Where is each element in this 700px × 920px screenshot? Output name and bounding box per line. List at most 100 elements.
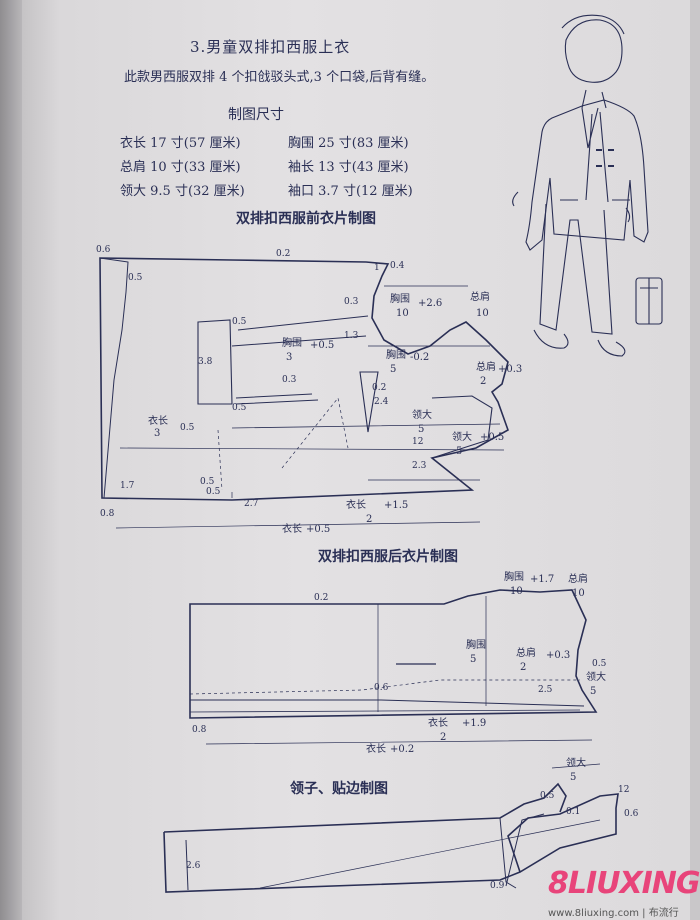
measure-label: 胸围 bbox=[466, 638, 486, 651]
measure-label: 胸围 bbox=[282, 336, 302, 349]
measure-label: 10 bbox=[510, 586, 523, 597]
size-cell: 胸围 25 寸(83 厘米) bbox=[288, 136, 409, 151]
measure-label: 0.3 bbox=[282, 375, 297, 385]
collar-draft-lines bbox=[163, 763, 619, 893]
measure-label: 0.6 bbox=[624, 809, 639, 819]
garment-description: 此款男西服双排 4 个扣戗驳头式,3 个口袋,后背有缝。 bbox=[124, 70, 435, 85]
measure-label: 0.5 bbox=[232, 403, 247, 413]
measure-label: 0.8 bbox=[192, 725, 207, 735]
size-table-title: 制图尺寸 bbox=[228, 107, 284, 123]
measure-label: 总肩 bbox=[476, 360, 496, 373]
measure-label: +0.5 bbox=[306, 524, 330, 535]
site-watermark: 8LIUXING www.8liuxing.com | 布流行 bbox=[548, 866, 700, 919]
measure-label: 10 bbox=[396, 308, 409, 319]
measure-label: 胸围 bbox=[504, 570, 524, 583]
measure-label: 2.4 bbox=[374, 397, 389, 407]
measure-label: 5 bbox=[390, 364, 396, 375]
measure-label: 衣长 bbox=[282, 522, 302, 535]
measure-label: 胸围 bbox=[386, 348, 406, 361]
measure-label: 2 bbox=[480, 376, 486, 387]
measure-label: 领大 bbox=[412, 408, 432, 421]
measure-label: 0.6 bbox=[374, 683, 389, 693]
size-cell: 总肩 10 寸(33 厘米) bbox=[120, 160, 241, 175]
watermark-logo: 8LIUXING bbox=[548, 866, 700, 901]
measure-label: 0.1 bbox=[566, 807, 580, 817]
page-title: 3.男童双排扣西服上衣 bbox=[190, 38, 351, 56]
measure-label: +0.3 bbox=[546, 650, 570, 661]
measure-label: 0.8 bbox=[100, 509, 115, 519]
size-cell: 袖口 3.7 寸(12 厘米) bbox=[288, 184, 413, 199]
measure-label: 2.5 bbox=[538, 685, 553, 695]
measure-label: 5 bbox=[418, 424, 424, 435]
measure-label: 总肩 bbox=[470, 290, 490, 303]
measure-label: +1.5 bbox=[384, 500, 408, 511]
measure-label: 领大 bbox=[586, 670, 606, 683]
measure-label: 5 bbox=[570, 772, 576, 783]
back-draft-lines bbox=[189, 589, 598, 745]
measure-label: 5 bbox=[470, 654, 476, 665]
measure-label: +1.7 bbox=[530, 574, 554, 585]
measure-label: 0.5 bbox=[592, 659, 607, 669]
measure-label: 12 bbox=[618, 785, 629, 795]
front-draft-lines bbox=[99, 257, 509, 529]
measure-label: +0.5 bbox=[310, 340, 334, 351]
measure-label: 衣长 bbox=[428, 716, 448, 729]
measure-label: 0.5 bbox=[200, 477, 215, 487]
measure-label: -0.2 bbox=[410, 352, 429, 363]
measure-label: 总肩 bbox=[568, 572, 588, 585]
measure-label: 2.7 bbox=[244, 499, 259, 509]
measure-label: +0.3 bbox=[498, 364, 522, 375]
measure-label: 1.3 bbox=[344, 331, 359, 341]
measure-label: 1 bbox=[374, 263, 380, 273]
measure-label: +0.2 bbox=[390, 744, 414, 755]
measure-label: 0.5 bbox=[232, 317, 247, 327]
measure-label: 0.5 bbox=[206, 487, 221, 497]
measure-label: 2.3 bbox=[412, 461, 427, 471]
measure-label: +1.9 bbox=[462, 718, 486, 729]
back-draft-annotations: 0.2 胸围 10 +1.7 总肩 10 胸围 5 总肩 2 +0.3 0.5 … bbox=[192, 570, 607, 755]
size-cell: 衣长 17 寸(57 厘米) bbox=[120, 136, 241, 151]
size-cell: 领大 9.5 寸(32 厘米) bbox=[120, 184, 245, 199]
measure-label: 衣长 bbox=[346, 498, 366, 511]
measure-label: 3 bbox=[154, 428, 160, 439]
size-cell: 袖长 13 寸(43 厘米) bbox=[288, 160, 409, 175]
measure-label: 衣长 bbox=[366, 742, 386, 755]
measure-label: 5 bbox=[590, 686, 596, 697]
measure-label: 10 bbox=[476, 308, 489, 319]
measure-label: 2 bbox=[520, 662, 526, 673]
watermark-url: www.8liuxing.com | 布流行 bbox=[548, 908, 679, 919]
collar-draft-annotations: 领大 5 0.5 12 0.1 0.6 2.6 0.9 bbox=[186, 756, 639, 891]
measure-label: 0.5 bbox=[128, 273, 143, 283]
measure-label: +2.6 bbox=[418, 298, 442, 309]
measure-label: 2 bbox=[440, 732, 446, 743]
measure-label: +0.5 bbox=[480, 432, 504, 443]
measure-label: 12 bbox=[412, 437, 423, 447]
measure-label: 0.6 bbox=[96, 245, 111, 255]
measure-label: 0.2 bbox=[276, 249, 290, 259]
measure-label: 领大 bbox=[566, 756, 586, 769]
measure-label: 领大 bbox=[452, 430, 472, 443]
measure-label: 衣长 bbox=[148, 414, 168, 427]
measure-label: 5 bbox=[456, 446, 462, 457]
measure-label: 2 bbox=[366, 514, 372, 525]
measure-label: 3 bbox=[286, 352, 292, 363]
measure-label: 0.9 bbox=[490, 881, 505, 891]
measure-label: 0.5 bbox=[180, 423, 195, 433]
measure-label: 总肩 bbox=[516, 646, 536, 659]
book-spine bbox=[0, 0, 22, 920]
measure-label: 2.6 bbox=[186, 861, 201, 871]
measure-label: 3.8 bbox=[198, 357, 213, 367]
front-draft-annotations: 0.6 0.5 0.2 1 0.4 胸围 10 +2.6 总肩 10 0.3 胸… bbox=[96, 245, 522, 535]
measure-label: 0.3 bbox=[344, 297, 359, 307]
back-draft-title: 双排扣西服后衣片制图 bbox=[318, 549, 458, 565]
front-draft-title: 双排扣西服前衣片制图 bbox=[236, 211, 376, 227]
measure-label: 0.5 bbox=[540, 791, 555, 801]
measure-label: 10 bbox=[572, 588, 585, 599]
collar-draft-title: 领子、贴边制图 bbox=[290, 781, 388, 797]
measure-label: 0.2 bbox=[372, 383, 386, 393]
measure-label: 1.7 bbox=[120, 481, 135, 491]
measure-label: 0.2 bbox=[314, 593, 328, 603]
